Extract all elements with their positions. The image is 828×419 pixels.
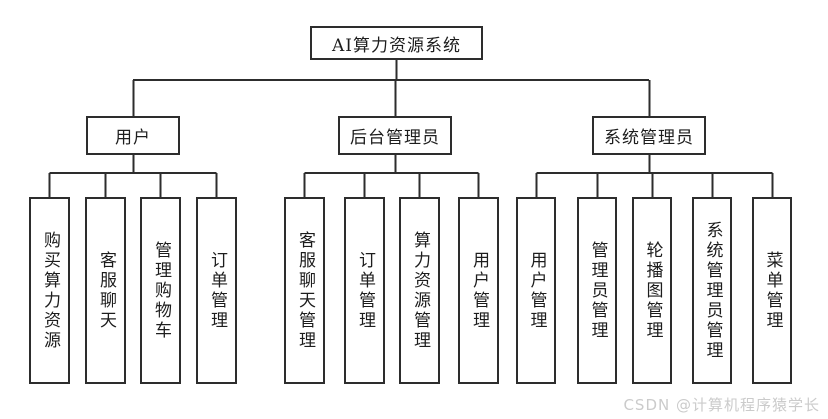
leaf-node-label: 管理员管理 bbox=[587, 240, 608, 341]
leaf-node-user-management-backend: 用户管理 bbox=[458, 197, 499, 384]
watermark: CSDN @计算机程序猿学长 bbox=[623, 396, 820, 414]
root-node-label: AI算力资源系统 bbox=[332, 35, 461, 56]
leaf-node-manage-cart: 管理购物车 bbox=[140, 197, 181, 384]
branch-node-label: 用户 bbox=[115, 128, 151, 148]
branch-node-system-admin: 系统管理员 bbox=[592, 116, 706, 155]
leaf-node-label: 订单管理 bbox=[207, 250, 227, 331]
root-node-ai-computing-system: AI算力资源系统 bbox=[310, 26, 483, 60]
leaf-node-label: 购买算力资源 bbox=[40, 230, 60, 351]
leaf-node-user-management-system: 用户管理 bbox=[516, 197, 556, 384]
leaf-node-order-management-user: 订单管理 bbox=[196, 197, 237, 384]
leaf-node-buy-computing-resources: 购买算力资源 bbox=[29, 197, 70, 384]
leaf-node-label: 用户管理 bbox=[469, 250, 489, 331]
branch-node-label: 后台管理员 bbox=[350, 128, 440, 148]
leaf-node-label: 系统管理员管理 bbox=[702, 220, 723, 361]
leaf-node-label: 客服聊天 bbox=[96, 250, 116, 331]
leaf-node-label: 订单管理 bbox=[355, 250, 375, 331]
leaf-node-label: 算力资源管理 bbox=[410, 230, 430, 351]
leaf-node-customer-service-chat: 客服聊天 bbox=[85, 197, 126, 384]
leaf-node-menu-management: 菜单管理 bbox=[752, 197, 792, 384]
leaf-node-label: 轮播图管理 bbox=[642, 240, 663, 341]
leaf-node-cs-chat-management: 客服聊天管理 bbox=[284, 197, 325, 384]
branch-node-backend-admin: 后台管理员 bbox=[338, 116, 452, 155]
leaf-node-label: 用户管理 bbox=[526, 250, 547, 331]
branch-node-user: 用户 bbox=[86, 116, 180, 155]
leaf-node-label: 客服聊天管理 bbox=[295, 230, 315, 351]
leaf-node-computing-resource-management: 算力资源管理 bbox=[399, 197, 440, 384]
leaf-node-admin-management: 管理员管理 bbox=[577, 197, 617, 384]
leaf-node-label: 管理购物车 bbox=[151, 240, 171, 341]
leaf-node-order-management-backend: 订单管理 bbox=[344, 197, 385, 384]
leaf-node-label: 菜单管理 bbox=[762, 250, 783, 331]
branch-node-label: 系统管理员 bbox=[604, 128, 694, 148]
leaf-node-system-admin-management: 系统管理员管理 bbox=[692, 197, 732, 384]
leaf-node-carousel-management: 轮播图管理 bbox=[632, 197, 672, 384]
